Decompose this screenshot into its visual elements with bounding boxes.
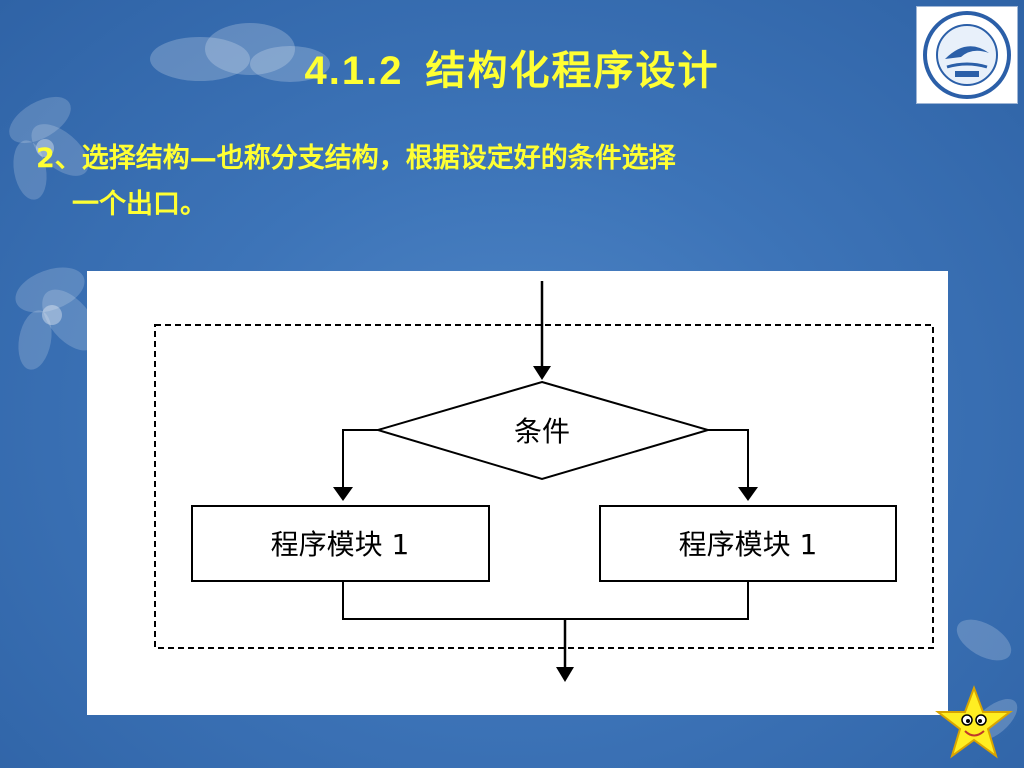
cartoon-star-icon (935, 685, 1013, 759)
slide-body-text: 2、选择结构—也称分支结构，根据设定好的条件选择 一个出口。 (36, 136, 986, 228)
body-line-1: 2、选择结构—也称分支结构，根据设定好的条件选择 (36, 143, 676, 174)
left-branch-line (342, 429, 378, 489)
left-program-block-label: 程序模块 1 (271, 528, 410, 561)
structure-boundary (154, 324, 934, 649)
title-text: 结构化程序设计 (425, 48, 720, 94)
right-program-block-label: 程序模块 1 (679, 528, 818, 561)
page-title: 4.1.2 结构化程序设计 (0, 38, 1024, 96)
body-line-2: 一个出口。 (72, 189, 207, 220)
left-program-block (191, 505, 490, 582)
cloud-decoration-icon (150, 23, 330, 82)
title-number: 4.1.2 (304, 49, 404, 93)
right-branch-line (708, 429, 749, 489)
merge-line (342, 581, 749, 620)
condition-diamond (374, 380, 712, 481)
exit-arrowhead (556, 667, 574, 682)
school-logo-icon (916, 6, 1018, 104)
right-branch-arrowhead (738, 487, 758, 501)
condition-label: 条件 (514, 415, 570, 448)
entry-arrowhead (533, 366, 551, 380)
flower-decoration-icon (9, 96, 98, 370)
left-branch-arrowhead (333, 487, 353, 501)
selection-structure-flowchart: 条件 程序模块 1 程序模块 1 (154, 281, 934, 682)
flowchart-panel: 条件 程序模块 1 程序模块 1 (87, 271, 948, 715)
